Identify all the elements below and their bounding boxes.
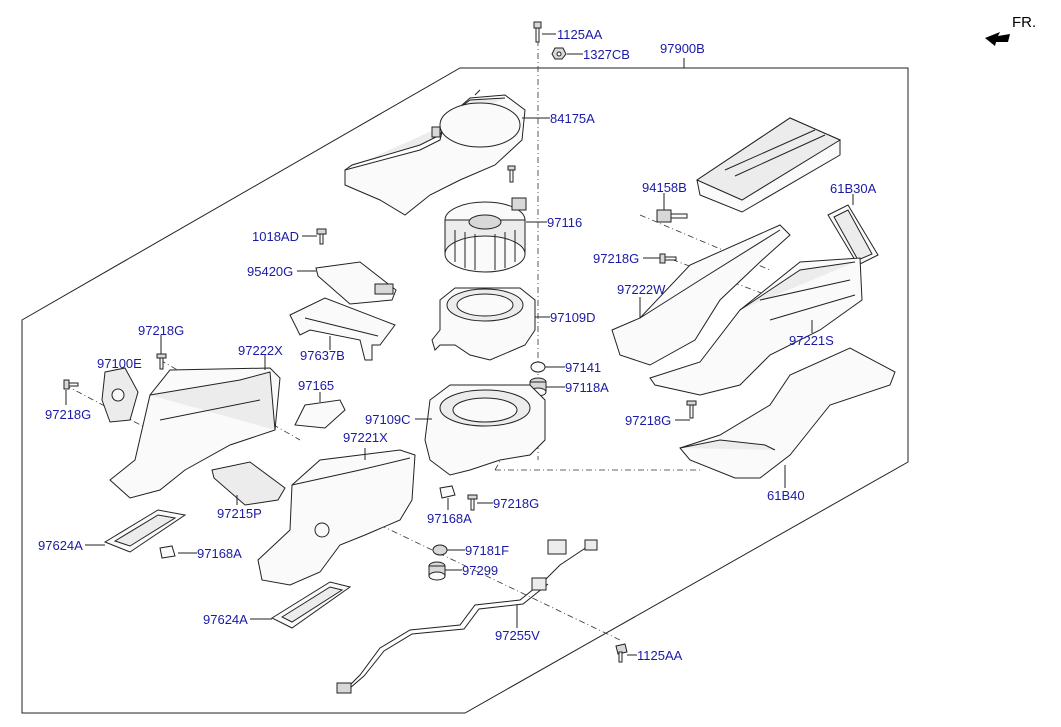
label-1125AA-bottom: 1125AA [637,648,683,663]
duct-97221S [649,257,863,396]
nut-1327CB [551,47,567,60]
bolt-1018AD [316,228,327,245]
label-97221X: 97221X [343,430,388,445]
blower-resistor-95420G [315,261,397,305]
cover-top-right [695,117,842,213]
label-97118A: 97118A [565,380,609,395]
label-97116: 97116 [547,215,582,230]
label-97255V: 97255V [495,628,540,643]
label-97141: 97141 [565,360,601,375]
wiring-harness-97255V [336,539,598,694]
label-97218G-right-top: 97218G [593,251,639,266]
washer-97141 [530,361,546,373]
label-97168A-mid: 97168A [427,511,472,526]
label-97624A-left: 97624A [38,538,83,553]
grommet-97181F [432,544,448,556]
label-97637B: 97637B [300,348,345,363]
front-direction-arrow-icon [985,32,1010,46]
assembly-boundary [21,67,909,714]
blower-cover-84175A [344,89,526,216]
blower-motor-97116 [444,197,527,273]
label-97222W: 97222W [617,282,666,297]
label-97218G-right: 97218G [625,413,671,428]
clip-97168A-mid [439,485,456,499]
label-97624A-bottom: 97624A [203,612,248,627]
bushing-97299 [428,561,446,581]
label-61B40: 61B40 [767,488,805,503]
front-orientation: FR. [985,14,1036,46]
duct-97222W [611,224,791,366]
label-97221S: 97221S [789,333,834,348]
label-97218G-left: 97218G [45,407,91,422]
label-97218G-mid: 97218G [493,496,539,511]
heater-core-97215P [211,461,286,506]
label-97900B: 97900B [660,41,705,56]
label-95420G: 95420G [247,264,293,279]
bolt-1125AA-top [533,21,542,43]
label-97100E: 97100E [97,356,142,371]
label-97109C: 97109C [365,412,411,427]
label-97215P: 97215P [217,506,262,521]
clip-97168A-left [159,545,176,559]
label-97165: 97165 [298,378,334,393]
bolt-1125AA-bottom [615,643,628,663]
front-label: FR. [1012,14,1036,31]
label-97109D: 97109D [550,310,596,325]
label-1018AD: 1018AD [252,229,299,244]
actuator-97100E [101,367,139,423]
label-97168A-left: 97168A [197,546,242,561]
label-61B30A: 61B30A [830,181,877,196]
duct-97221X [257,449,416,586]
bracket-97637B [289,297,396,361]
label-97218G-left-top: 97218G [138,323,184,338]
label-1125AA-top: 1125AA [557,27,603,42]
label-94158B: 94158B [642,180,687,195]
blower-housing-97109D [431,287,536,361]
label-97181F: 97181F [465,543,509,558]
label-97299: 97299 [462,563,498,578]
label-1327CB: 1327CB [583,47,630,62]
blower-case-97109C [424,384,546,476]
floor-duct-61B40 [679,347,896,479]
sensor-94158B [656,209,688,223]
filter-97165 [294,399,346,429]
label-84175A: 84175A [550,111,595,126]
duct-97222X [109,367,281,499]
seal-61B30A [827,204,879,266]
label-97222X: 97222X [238,343,283,358]
